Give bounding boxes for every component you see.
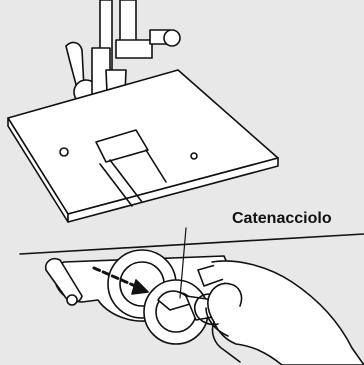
catenacciolo-label: Catenacciolo bbox=[232, 210, 332, 228]
bed-edge-line bbox=[20, 234, 364, 254]
needle-plate bbox=[8, 70, 278, 222]
